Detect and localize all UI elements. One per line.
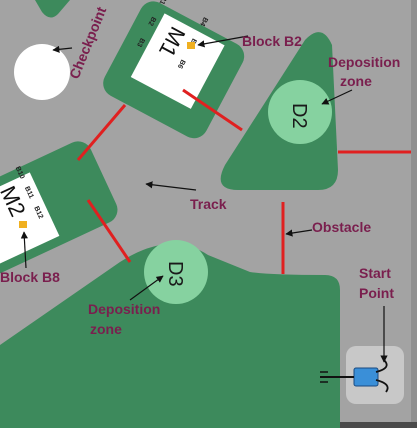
top-left-island bbox=[35, 0, 70, 18]
block-m2-island bbox=[0, 141, 118, 276]
block-m1-slot: B3 bbox=[135, 37, 145, 48]
block-m1-slot: B4 bbox=[198, 16, 208, 27]
start-point-label-line1: Start bbox=[359, 265, 391, 281]
block-m1-slot: B6 bbox=[176, 58, 186, 69]
deposition-zone-top-label-line1: Deposition bbox=[328, 54, 400, 70]
deposition-zone-bottom-arrow bbox=[129, 275, 164, 301]
block-b8-arrow bbox=[20, 231, 28, 269]
obstacle-line bbox=[182, 88, 243, 132]
block-m2-slot: B9 bbox=[0, 225, 1, 236]
yellow-block-marker bbox=[19, 221, 27, 228]
arena-right-border bbox=[411, 0, 417, 428]
block-m1-card bbox=[130, 13, 225, 109]
block-b2-label: Block B2 bbox=[242, 33, 302, 49]
deposition-zone-d2 bbox=[268, 80, 332, 144]
yellow-block-marker bbox=[187, 42, 195, 49]
deposition-zone-bottom-label-line2: zone bbox=[90, 321, 122, 337]
block-m2-slot: B11 bbox=[23, 185, 35, 199]
deposition-zone-d2-label: D2 bbox=[288, 103, 310, 129]
obstacle-line bbox=[76, 104, 127, 161]
block-m1-island bbox=[103, 1, 245, 139]
annotation-arrows bbox=[20, 35, 388, 363]
track-arrow bbox=[145, 181, 197, 191]
obstacle-arrow bbox=[285, 229, 313, 237]
block-m2-slot: B12 bbox=[32, 205, 44, 220]
obstacle-label: Obstacle bbox=[312, 219, 371, 235]
deposition-zone-top-label-line2: zone bbox=[340, 73, 372, 89]
obstacle-line bbox=[86, 199, 132, 263]
deposition-zone-top-arrow bbox=[321, 89, 353, 105]
block-b2-arrow bbox=[197, 35, 249, 48]
block-m2-slot: B10 bbox=[14, 166, 26, 181]
obstacle-lines bbox=[76, 88, 411, 274]
start-point-label-line2: Point bbox=[359, 285, 394, 301]
block-m1-slot: B2 bbox=[146, 15, 156, 26]
checkpoint-arrow bbox=[52, 45, 73, 53]
block-b8-label: Block B8 bbox=[0, 269, 60, 285]
d3-island bbox=[0, 244, 340, 428]
track-label: Track bbox=[190, 196, 227, 212]
deposition-zone-bottom-label-line1: Deposition bbox=[88, 301, 160, 317]
block-m2-card bbox=[0, 172, 60, 266]
deposition-zone-d3-label: D3 bbox=[164, 261, 186, 287]
block-m1-slot: B1 bbox=[158, 0, 168, 6]
checkpoint-circle bbox=[14, 44, 70, 100]
deposition-zone-d3 bbox=[144, 240, 208, 304]
robot-icon bbox=[320, 359, 389, 393]
